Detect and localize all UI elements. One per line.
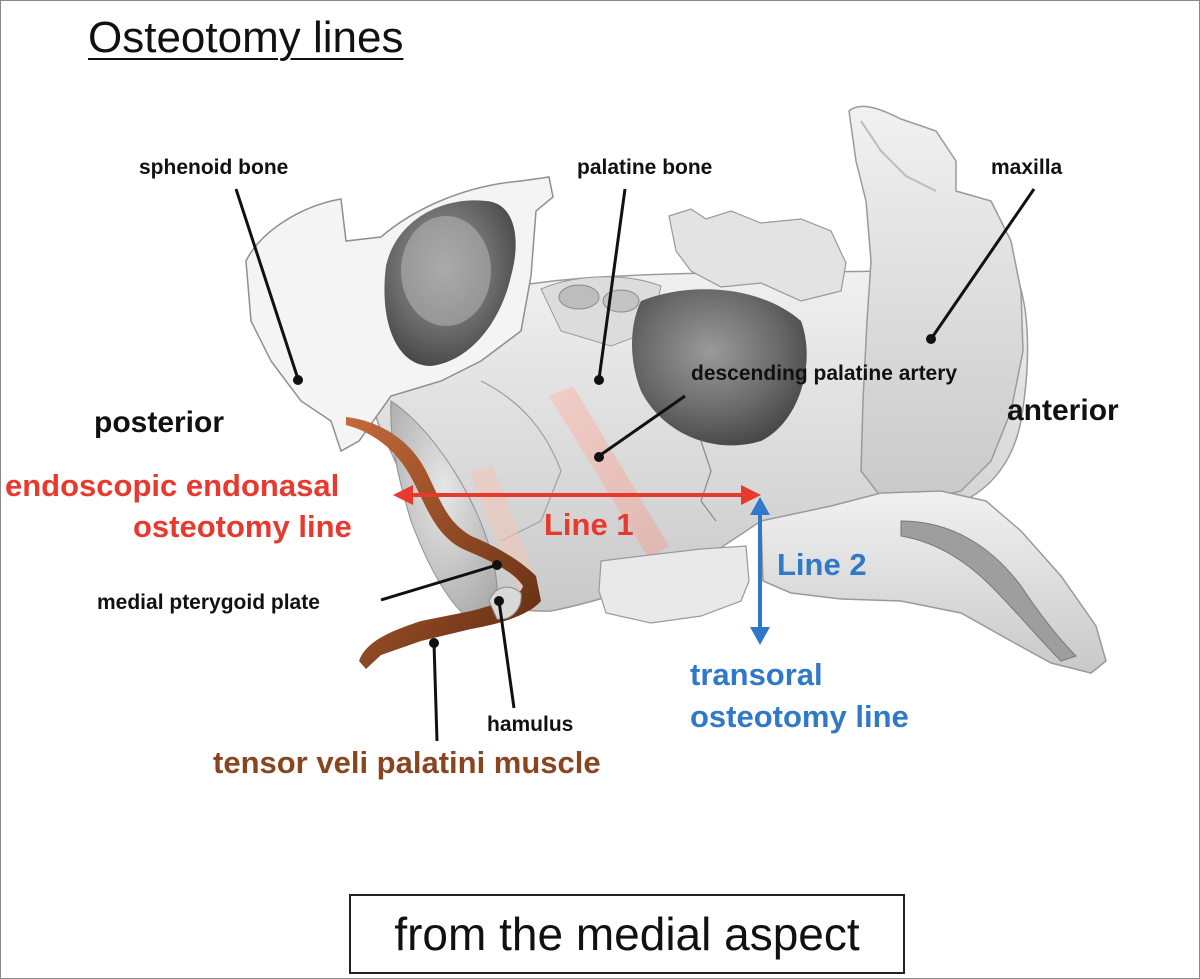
aspect-caption-box: from the medial aspect [349,894,905,974]
palatine-orbital-process [668,208,847,302]
label-palatine-bone: palatine bone [577,156,713,179]
label-maxilla: maxilla [991,156,1063,179]
page-title: Osteotomy lines [88,13,404,62]
aspect-caption: from the medial aspect [394,908,860,960]
hamulus-hook [488,586,522,620]
palatine-horizontal-plate [598,545,750,624]
maxillary-sinus [632,289,807,446]
line-1-arrow [393,485,761,505]
line-2-caption-a: transoral [690,657,823,692]
line-1-caption-a: endoscopic endonasal [5,468,340,503]
line-1-caption-b: osteotomy line [133,509,352,544]
label-posterior: posterior [94,406,225,439]
label-hamulus: hamulus [487,713,574,736]
nasal-crest-groove [900,520,1077,662]
label-descending-palatine-artery: descending palatine artery [691,362,958,385]
line-1-label: Line 1 [544,507,634,542]
line-2-caption-b: osteotomy line [690,699,909,734]
label-tensor-veli-palatini-muscle: tensor veli palatini muscle [213,745,601,780]
label-sphenoid-bone: sphenoid bone [139,156,289,179]
label-anterior: anterior [1007,394,1119,427]
line-2-label: Line 2 [777,547,867,582]
label-medial-pterygoid-plate: medial pterygoid plate [97,591,320,614]
maxilla-shape [848,105,1024,502]
line-2-arrow [750,497,770,645]
maxilla-palatine-process [760,490,1107,674]
leader-lines [234,188,1036,742]
sinus-highlight [401,216,491,326]
descending-palatine-artery [549,386,669,559]
